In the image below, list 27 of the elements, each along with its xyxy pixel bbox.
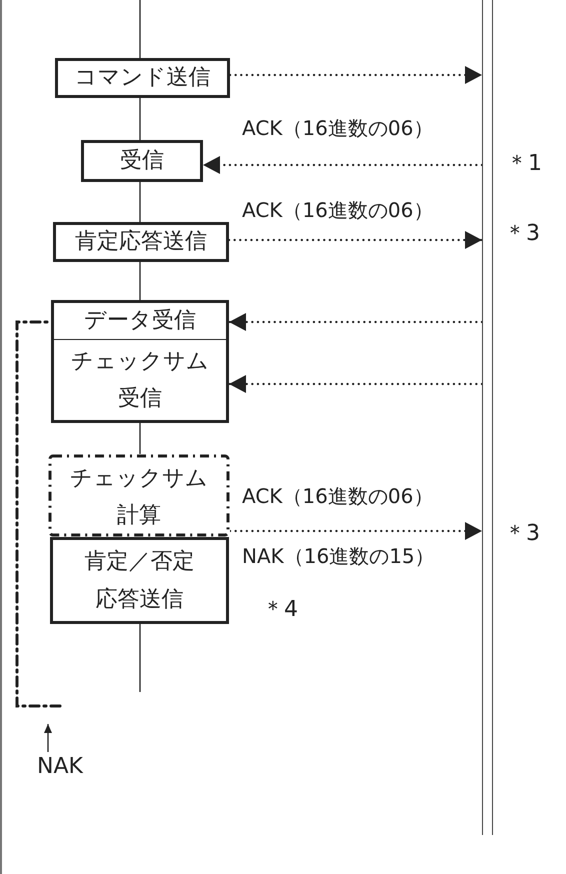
note-mark: ＊3 — [504, 520, 540, 548]
process-box: 肯定応答送信 — [53, 222, 229, 262]
dotted-arrow — [228, 231, 484, 249]
dotted-arrow — [228, 313, 484, 331]
connector-line — [139, 98, 141, 140]
signal-label: NAK（16進数の15） — [242, 544, 435, 569]
leader-arrow — [44, 724, 52, 752]
dash-dot-box: チェックサム計算 — [48, 454, 230, 537]
connector-line — [139, 182, 141, 222]
note-mark: ＊1 — [506, 150, 542, 178]
dotted-arrow — [228, 66, 484, 84]
dotted-arrow — [228, 522, 484, 540]
dotted-arrow — [202, 156, 484, 174]
dotted-arrow — [228, 375, 484, 393]
double-lifeline — [482, 0, 493, 835]
connector-line — [139, 262, 141, 300]
process-box: データ受信 — [51, 300, 229, 340]
connector-line — [139, 624, 141, 692]
connector-line — [139, 423, 141, 454]
process-box: コマンド送信 — [55, 58, 230, 98]
process-box: チェックサム受信 — [51, 339, 229, 423]
connector-line — [139, 0, 141, 58]
dash-dot-line — [16, 320, 62, 708]
process-box: 受信 — [81, 140, 203, 182]
note-mark: ＊4 — [262, 596, 298, 624]
process-box: 肯定／否定応答送信 — [50, 537, 229, 624]
note-mark: ＊3 — [504, 220, 540, 248]
